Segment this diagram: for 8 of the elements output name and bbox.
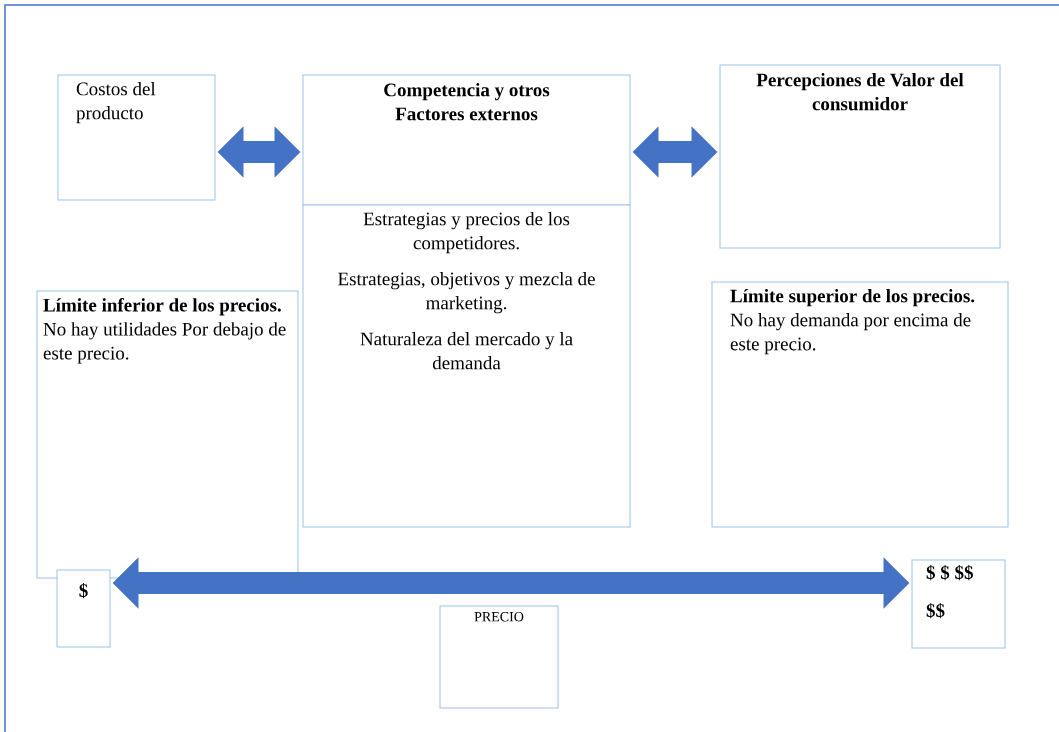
text-box: Límite inferior de los precios. No hay utilidades Por debajo de este precio. — [36, 290, 299, 579]
price-box: $ — [56, 569, 111, 648]
heading-box: Competencia y otros Factores externos — [302, 74, 631, 206]
text-box: Costos del producto — [57, 74, 216, 201]
heading-box: Percepciones de Valor del consumidor — [719, 64, 1001, 249]
price-box: $ $ $$ $$ — [911, 559, 1006, 649]
label-box: PRECIO — [439, 605, 559, 709]
text-box: Límite superior de los precios. No hay demanda por encima de este precio. — [711, 281, 1009, 528]
